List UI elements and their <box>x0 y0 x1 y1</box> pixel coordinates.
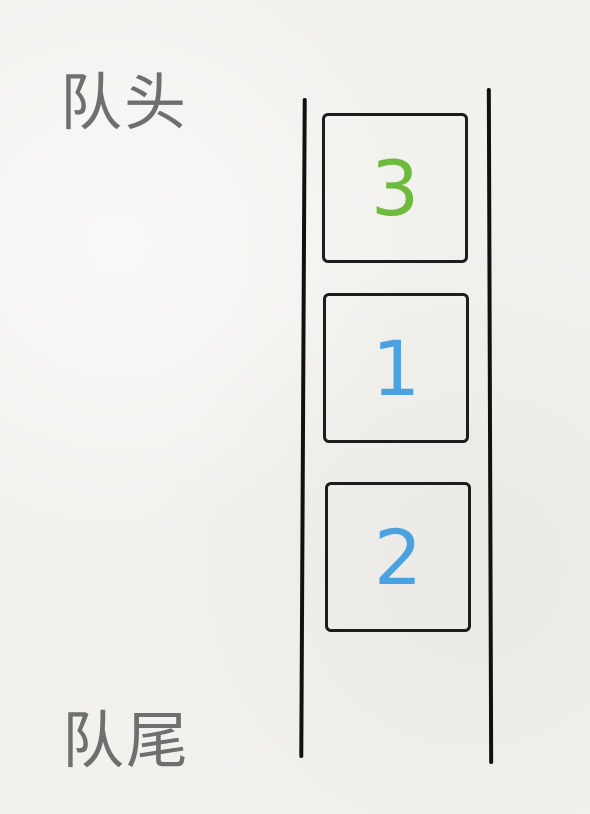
queue-item-first: 3 <box>322 113 468 263</box>
queue-item-value: 3 <box>370 143 420 233</box>
queue-item-third: 2 <box>325 482 471 632</box>
queue-tail-label: 队尾 <box>62 704 191 777</box>
queue-head-label: 队头 <box>60 66 189 139</box>
queue-item-value: 2 <box>373 512 423 602</box>
queue-item-value: 1 <box>371 323 421 413</box>
queue-item-second: 1 <box>323 293 469 443</box>
